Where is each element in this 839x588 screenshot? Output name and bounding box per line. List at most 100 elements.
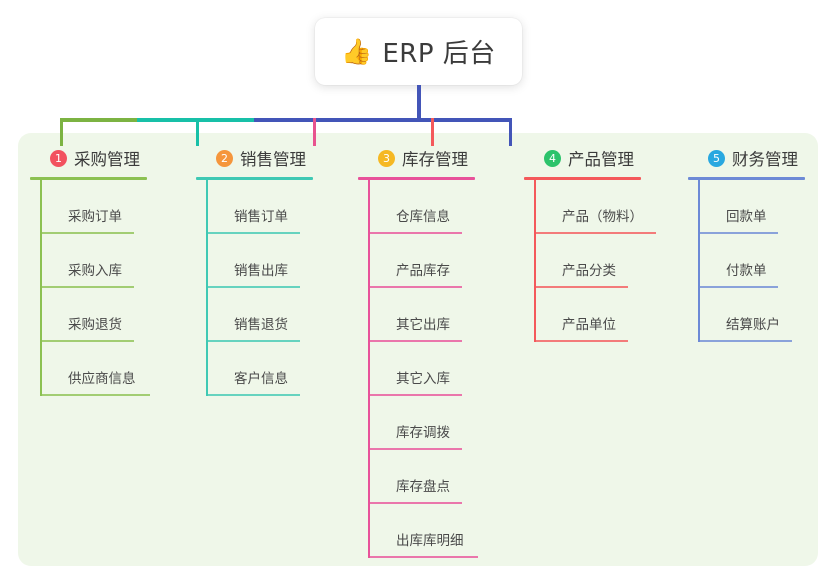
list-item-label: 出库库明细	[396, 533, 464, 549]
list-item-label: 回款单	[726, 209, 767, 225]
list-item-rule	[206, 340, 300, 342]
column-header-rule	[524, 177, 641, 180]
list-item-label: 付款单	[726, 263, 767, 279]
list-item-label: 产品分类	[562, 263, 616, 279]
list-item-label: 采购入库	[68, 263, 122, 279]
list-item-rule	[368, 232, 462, 234]
column-items: 回款单付款单结算账户	[688, 180, 805, 342]
list-item-label: 产品（物料）	[562, 209, 643, 225]
column-number-badge: 4	[544, 149, 561, 167]
column-items: 采购订单采购入库采购退货供应商信息	[30, 180, 150, 396]
list-item-label: 其它入库	[396, 371, 450, 387]
segment-blue	[254, 118, 512, 122]
list-item-rule	[368, 286, 462, 288]
list-item-rule	[368, 394, 462, 396]
connector-root-stem	[417, 85, 421, 120]
list-item-label: 其它出库	[396, 317, 450, 333]
list-item-label: 产品单位	[562, 317, 616, 333]
list-item-rule	[698, 286, 778, 288]
column-number-badge: 1	[50, 149, 67, 167]
column-product-management: 4 产品管理产品（物料） 产品分类产品单位	[524, 146, 656, 342]
column-items: 产品（物料） 产品分类产品单位	[524, 180, 656, 342]
drop-purchase	[60, 118, 63, 146]
list-item-label: 采购订单	[68, 209, 122, 225]
column-items: 仓库信息产品库存其它出库其它入库库存调拨库存盘点出库库明细	[358, 180, 478, 558]
column-number-badge: 2	[216, 149, 233, 167]
root-node-card[interactable]: 👍 ERP 后台	[315, 18, 522, 85]
list-item[interactable]: 产品（物料）	[534, 180, 656, 234]
list-item-rule	[368, 340, 462, 342]
column-header-purchase-management[interactable]: 1 采购管理	[30, 146, 147, 170]
list-item-rule	[368, 502, 462, 504]
drop-sales	[196, 118, 199, 146]
list-item-label: 采购退货	[68, 317, 122, 333]
list-item-label: 结算账户	[726, 317, 780, 333]
list-item[interactable]: 销售退货	[206, 288, 313, 342]
list-item[interactable]: 产品分类	[534, 234, 641, 288]
column-title: 财务管理	[732, 150, 798, 169]
column-header-sales-management[interactable]: 2 销售管理	[196, 146, 313, 170]
list-item[interactable]: 库存盘点	[368, 450, 475, 504]
list-item-label: 仓库信息	[396, 209, 450, 225]
column-sales-management: 2 销售管理销售订单销售出库销售退货客户信息	[196, 146, 313, 396]
list-item-rule	[534, 232, 656, 234]
list-item-label: 销售退货	[234, 317, 288, 333]
list-item-label: 库存盘点	[396, 479, 450, 495]
diagram-panel	[18, 133, 818, 566]
list-item[interactable]: 供应商信息	[40, 342, 150, 396]
list-item[interactable]: 仓库信息	[368, 180, 475, 234]
list-item[interactable]: 其它出库	[368, 288, 475, 342]
list-item[interactable]: 采购订单	[40, 180, 147, 234]
list-item-label: 销售订单	[234, 209, 288, 225]
column-spine	[40, 180, 42, 396]
column-inventory-management: 3 库存管理仓库信息产品库存其它出库其它入库库存调拨库存盘点出库库明细	[358, 146, 478, 558]
column-header-rule	[358, 177, 475, 180]
list-item-rule	[206, 286, 300, 288]
drop-inventory	[313, 118, 316, 146]
list-item[interactable]: 库存调拨	[368, 396, 475, 450]
list-item[interactable]: 产品单位	[534, 288, 641, 342]
list-item[interactable]: 采购入库	[40, 234, 147, 288]
column-header-rule	[30, 177, 147, 180]
root-node-title: ERP 后台	[382, 39, 496, 69]
column-title: 产品管理	[568, 150, 634, 169]
column-spine	[698, 180, 700, 342]
list-item-rule	[40, 286, 134, 288]
list-item-label: 产品库存	[396, 263, 450, 279]
column-spine	[368, 180, 370, 558]
list-item[interactable]: 采购退货	[40, 288, 147, 342]
list-item-rule	[698, 232, 778, 234]
list-item[interactable]: 销售订单	[206, 180, 313, 234]
list-item-label: 客户信息	[234, 371, 288, 387]
list-item[interactable]: 销售出库	[206, 234, 313, 288]
list-item-label: 供应商信息	[68, 371, 136, 387]
list-item[interactable]: 结算账户	[698, 288, 805, 342]
column-number-badge: 3	[378, 149, 395, 167]
list-item[interactable]: 其它入库	[368, 342, 475, 396]
list-item[interactable]: 付款单	[698, 234, 805, 288]
column-purchase-management: 1 采购管理采购订单采购入库采购退货供应商信息	[30, 146, 150, 396]
list-item-rule	[368, 448, 462, 450]
drop-product	[431, 118, 434, 146]
list-item-rule	[368, 556, 478, 558]
column-items: 销售订单销售出库销售退货客户信息	[196, 180, 313, 396]
column-header-inventory-management[interactable]: 3 库存管理	[358, 146, 475, 170]
list-item-rule	[40, 340, 134, 342]
column-header-product-management[interactable]: 4 产品管理	[524, 146, 641, 170]
column-spine	[206, 180, 208, 396]
column-header-rule	[688, 177, 805, 180]
column-header-rule	[196, 177, 313, 180]
column-title: 采购管理	[74, 150, 140, 169]
thumbs-up-icon: 👍	[341, 37, 373, 66]
list-item[interactable]: 出库库明细	[368, 504, 478, 558]
segment-green	[60, 118, 138, 122]
list-item-rule	[534, 340, 628, 342]
list-item-label: 库存调拨	[396, 425, 450, 441]
list-item[interactable]: 客户信息	[206, 342, 313, 396]
list-item[interactable]: 产品库存	[368, 234, 475, 288]
column-title: 库存管理	[402, 150, 468, 169]
column-title: 销售管理	[240, 150, 306, 169]
list-item[interactable]: 回款单	[698, 180, 805, 234]
